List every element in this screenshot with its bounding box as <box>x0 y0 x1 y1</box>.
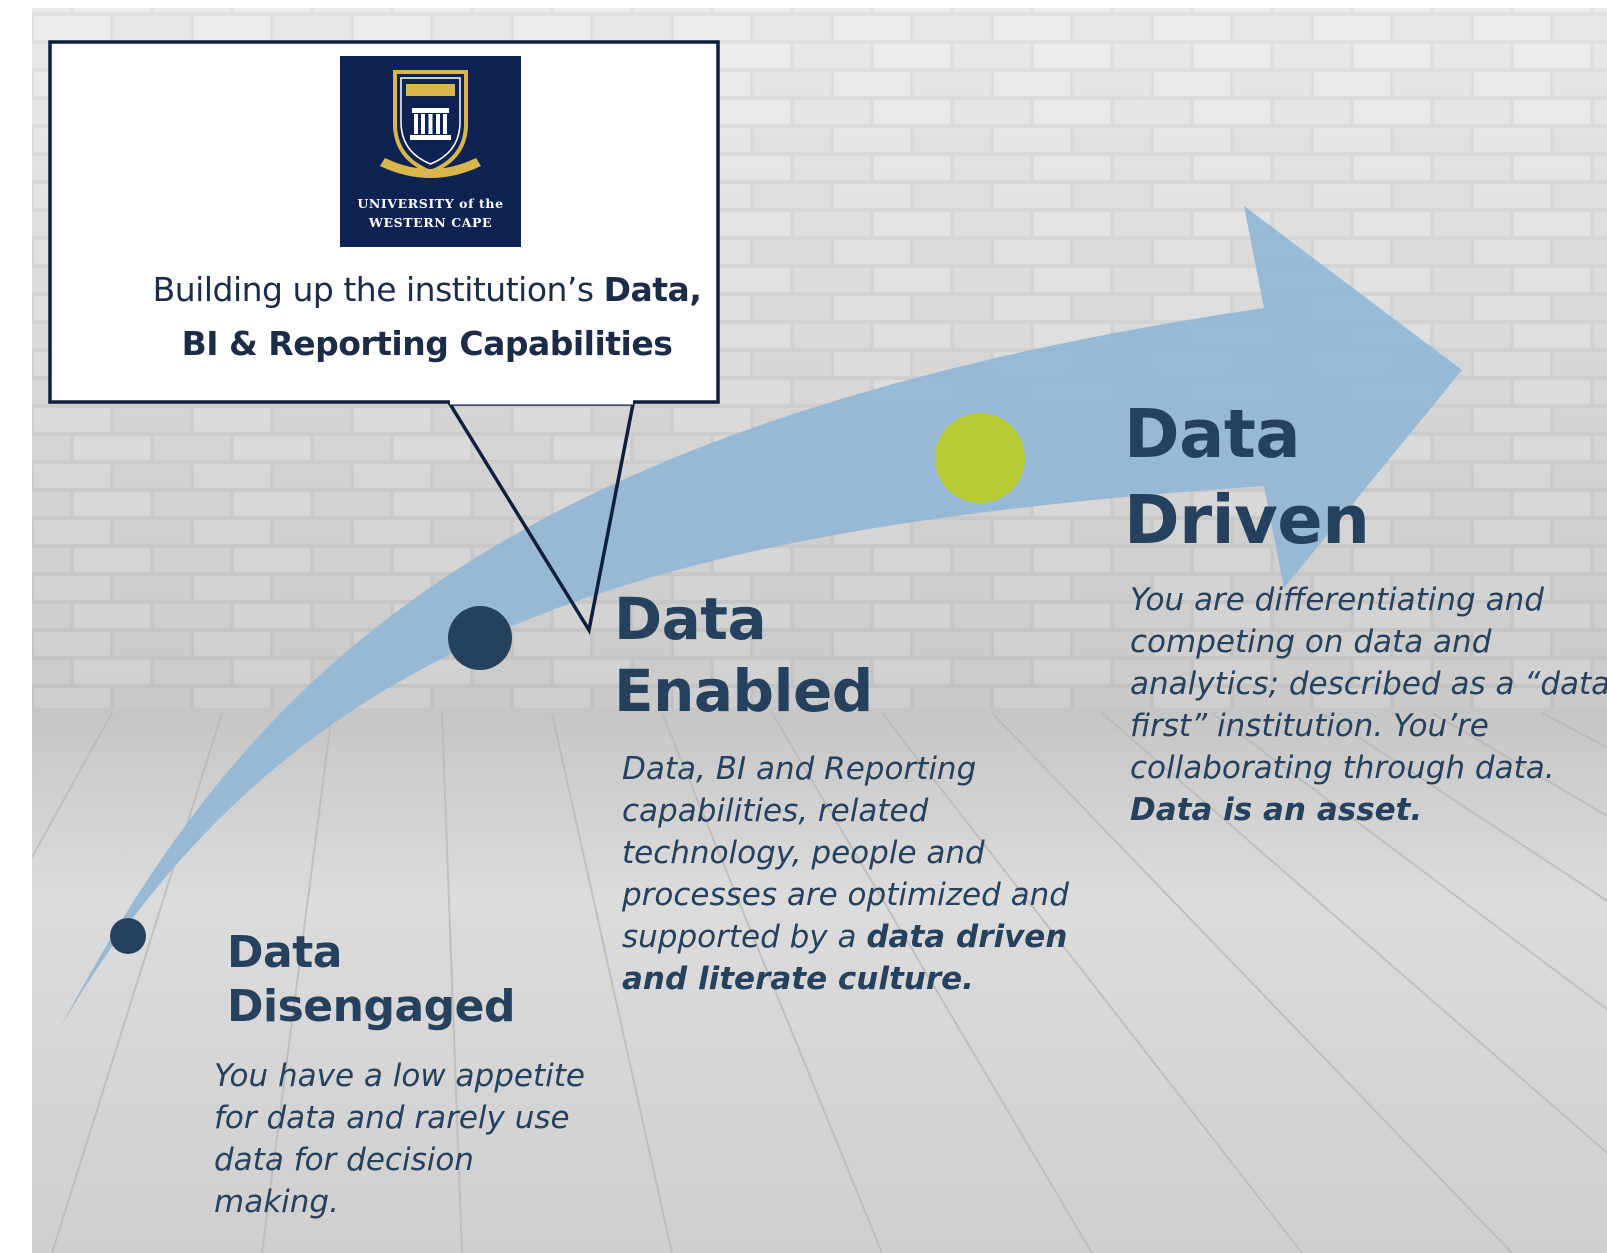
callout-heading: Building up the institution’s Data, BI &… <box>92 263 762 371</box>
callout-text-bold-2: BI & Reporting Capabilities <box>181 324 673 363</box>
university-logo: UNIVERSITY of the WESTERN CAPE <box>340 56 521 247</box>
stage-title-driven-1: Data <box>1124 395 1301 473</box>
stage-title-enabled-1: Data <box>614 585 767 653</box>
stage-desc-enabled-plain: Data, BI and Reporting capabilities, rel… <box>622 751 1069 955</box>
stage-title-disengaged-2: Disengaged <box>227 981 515 1032</box>
stage-title-driven-2: Driven <box>1124 481 1370 559</box>
diagram-canvas: UNIVERSITY of the WESTERN CAPE Building … <box>32 8 1607 1253</box>
maturity-arrow <box>59 206 1462 1030</box>
stage-desc-enabled-bold: data driven and literate culture. <box>622 919 1068 997</box>
university-crest-icon <box>380 70 481 178</box>
dot-disengaged <box>110 918 146 954</box>
stage-desc-driven-bold: Data is an asset. <box>1130 792 1423 828</box>
stage-desc-disengaged: You have a low appetite for data and rar… <box>214 1058 585 1220</box>
stage-desc-enabled: Data, BI and Reporting capabilities, rel… <box>622 748 1092 1000</box>
callout-text-bold-1: Data, <box>603 270 702 309</box>
stage-title-enabled: Data Enabled <box>614 583 873 727</box>
stage-title-disengaged-1: Data <box>227 927 342 978</box>
stage-title-disengaged: Data Disengaged <box>227 926 515 1034</box>
dot-enabled <box>448 606 512 670</box>
logo-line-2: WESTERN CAPE <box>368 215 493 230</box>
stage-desc-driven-plain: You are differentiating and competing on… <box>1130 582 1607 786</box>
stage-desc-driven: You are differentiating and competing on… <box>1130 579 1607 831</box>
dot-driven <box>935 413 1025 503</box>
logo-line-1: UNIVERSITY of the <box>357 196 504 211</box>
stage-title-enabled-2: Enabled <box>614 657 873 725</box>
callout-text-plain: Building up the institution’s <box>152 270 604 309</box>
stage-title-driven: Data Driven <box>1124 391 1370 563</box>
